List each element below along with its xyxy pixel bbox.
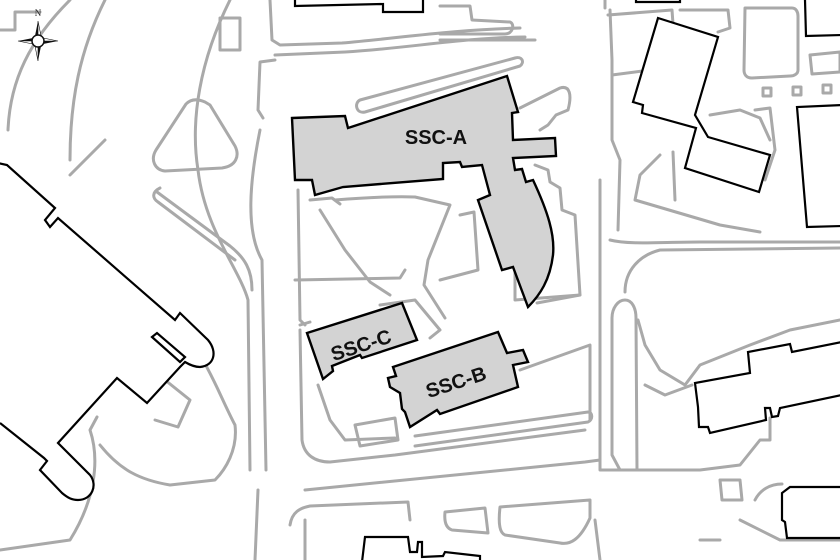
building-west-large[interactable] [0, 162, 215, 502]
building-east-top[interactable] [803, 0, 840, 38]
building-east-lower[interactable] [693, 341, 840, 435]
building-ssc-b[interactable]: SSC-B [386, 330, 530, 429]
building-ssc-a[interactable]: SSC-A [290, 74, 558, 310]
building-west-wing-slot [150, 331, 187, 364]
building-southeast[interactable] [780, 485, 840, 540]
highlighted-buildings: SSC-A SSC-C SSC-B [290, 74, 558, 429]
building-northeast[interactable] [631, 16, 772, 194]
compass-north-label: N [35, 8, 42, 18]
compass-rose-icon: N [17, 8, 59, 62]
building-south-center[interactable] [361, 535, 482, 560]
building-top-mid-right[interactable] [634, 0, 682, 4]
building-top-center[interactable] [293, 0, 425, 14]
building-east-edge[interactable] [795, 103, 840, 229]
ssc-a-label: SSC-A [405, 127, 467, 149]
